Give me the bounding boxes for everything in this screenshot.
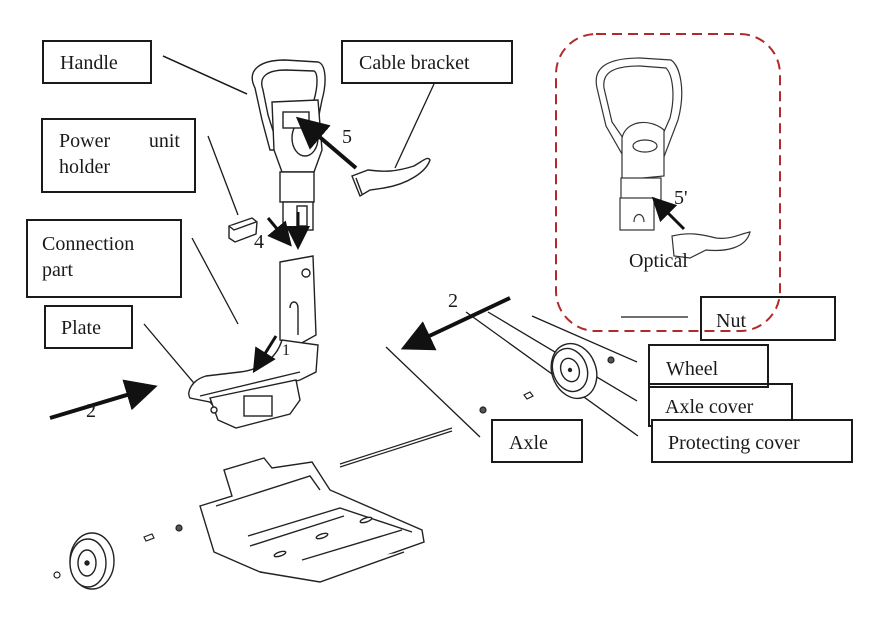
right-small-parts [479,356,615,414]
step-number-4: 4 [254,231,264,253]
step-number-2-left: 2 [86,400,96,422]
handle-part [251,59,326,231]
left-wheel-part [69,532,115,590]
label-plate-text: Plate [61,317,101,339]
cable-bracket-part [351,157,431,198]
label-cable-bracket: Cable bracket [341,40,513,84]
leader-wheel [531,315,638,363]
optional-caption: Optical [629,250,688,272]
optional-region-outline [555,33,781,332]
label-power-unit-holder-text-a: Power [59,130,111,152]
label-power-unit-holder-text-b: unit [148,130,180,152]
label-axle-cover-text: Axle cover [665,396,754,418]
plate-part [209,379,301,429]
label-axle: Axle [491,419,583,463]
arrow-step-5 [295,116,358,170]
label-connection-part: Connection part [26,219,182,298]
leader-cable-bracket [394,83,435,169]
base-tray-part [199,457,425,583]
label-axle-text: Axle [509,432,548,454]
label-wheel-text: Wheel [666,358,719,380]
label-power-unit-holder: Power unit holder [41,118,196,193]
leader-power-unit-holder [207,135,239,216]
connection-part [188,255,319,403]
optional-cable-bracket-part [671,231,751,259]
label-power-unit-holder-text-c: holder [59,156,111,178]
label-wheel: Wheel [648,344,769,388]
assembly-arrows [49,116,686,420]
power-unit-holder-part [228,217,258,243]
arrow-step-1 [252,335,278,374]
left-small-parts [53,524,183,579]
label-nut: Nut [700,296,836,341]
arrow-step-5-prime [651,196,686,231]
axle-rod [339,427,453,468]
step-number-2-right: 2 [448,290,458,312]
step-number-5-prime: 5' [674,187,688,209]
label-plate: Plate [44,305,133,349]
label-handle: Handle [42,40,152,84]
leader-axle [385,346,481,438]
label-nut-text: Nut [716,310,746,332]
label-cable-bracket-text: Cable bracket [359,52,470,74]
label-protecting-cover: Protecting cover [651,419,853,463]
label-handle-text: Handle [60,52,118,74]
optional-handle-part [595,57,683,231]
step-number-1: 1 [282,342,290,359]
label-protecting-cover-text: Protecting cover [668,432,800,454]
arrow-step-4a [266,217,292,247]
arrow-step-2-left [49,379,158,420]
right-wheel-part [550,342,598,400]
arrow-step-2-right [400,296,511,351]
label-connection-part-text-a: Connection [42,233,135,255]
step-number-5: 5 [342,126,352,148]
leader-connection-part [191,237,239,325]
label-connection-part-text-b: part [42,259,74,281]
